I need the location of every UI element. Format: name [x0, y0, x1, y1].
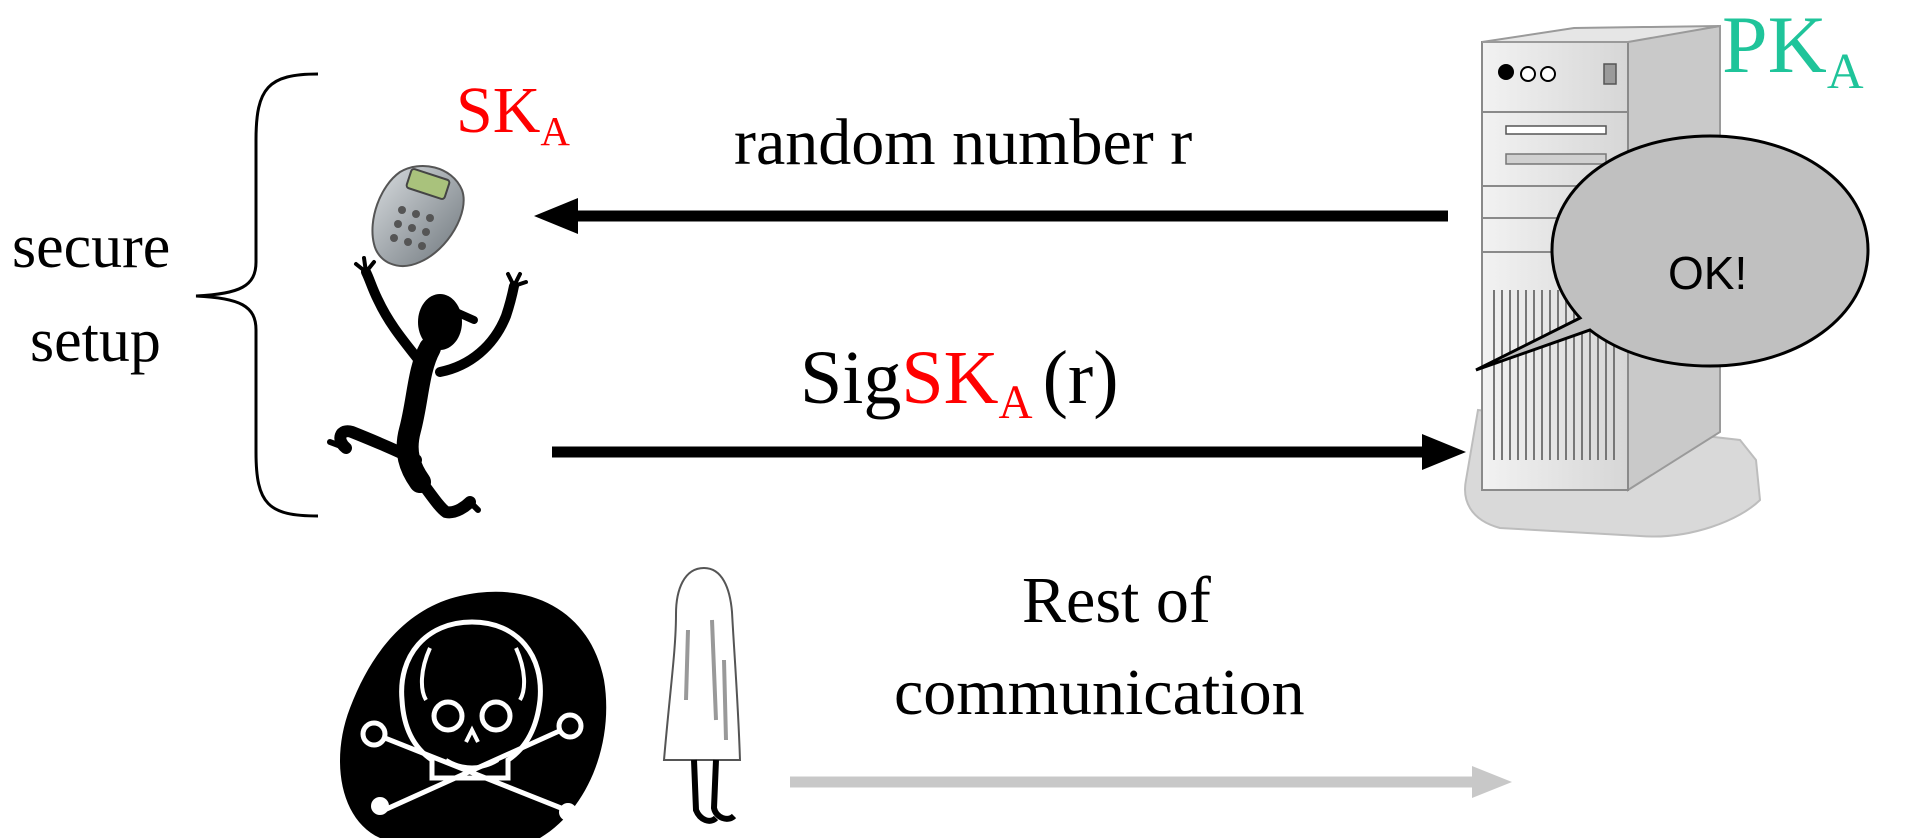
dancing-person-icon — [327, 256, 528, 519]
secret-key-sub: A — [540, 109, 570, 155]
setup-label-line2: setup — [30, 307, 161, 375]
skull-crossbones-icon — [340, 591, 607, 838]
public-key-main: PK — [1722, 0, 1827, 90]
rest-label-line1: Rest of — [1022, 564, 1211, 637]
public-key-label: PKA — [1722, 4, 1864, 97]
challenge-label: random number r — [734, 106, 1193, 179]
setup-brace — [195, 72, 319, 518]
signature-key: SK — [901, 336, 999, 420]
signature-suffix: (r) — [1042, 336, 1119, 420]
challenge-arrow — [534, 198, 1448, 234]
secret-key-main: SK — [456, 74, 541, 147]
public-key-sub: A — [1826, 43, 1864, 100]
rest-label-line2: communication — [894, 656, 1305, 729]
signature-label: SigSKA(r) — [800, 340, 1119, 427]
signature-key-sub: A — [998, 377, 1033, 430]
signature-arrow — [552, 434, 1466, 470]
keypad-token-icon — [371, 165, 465, 267]
setup-label-line1: secure — [12, 213, 171, 281]
bubble-text: OK! — [1668, 247, 1748, 299]
secret-key-label: SKA — [456, 78, 570, 153]
speech-bubble — [1475, 134, 1870, 372]
rest-communication-arrow — [790, 766, 1512, 798]
signature-prefix: Sig — [800, 336, 902, 420]
ghost-icon — [662, 566, 742, 824]
